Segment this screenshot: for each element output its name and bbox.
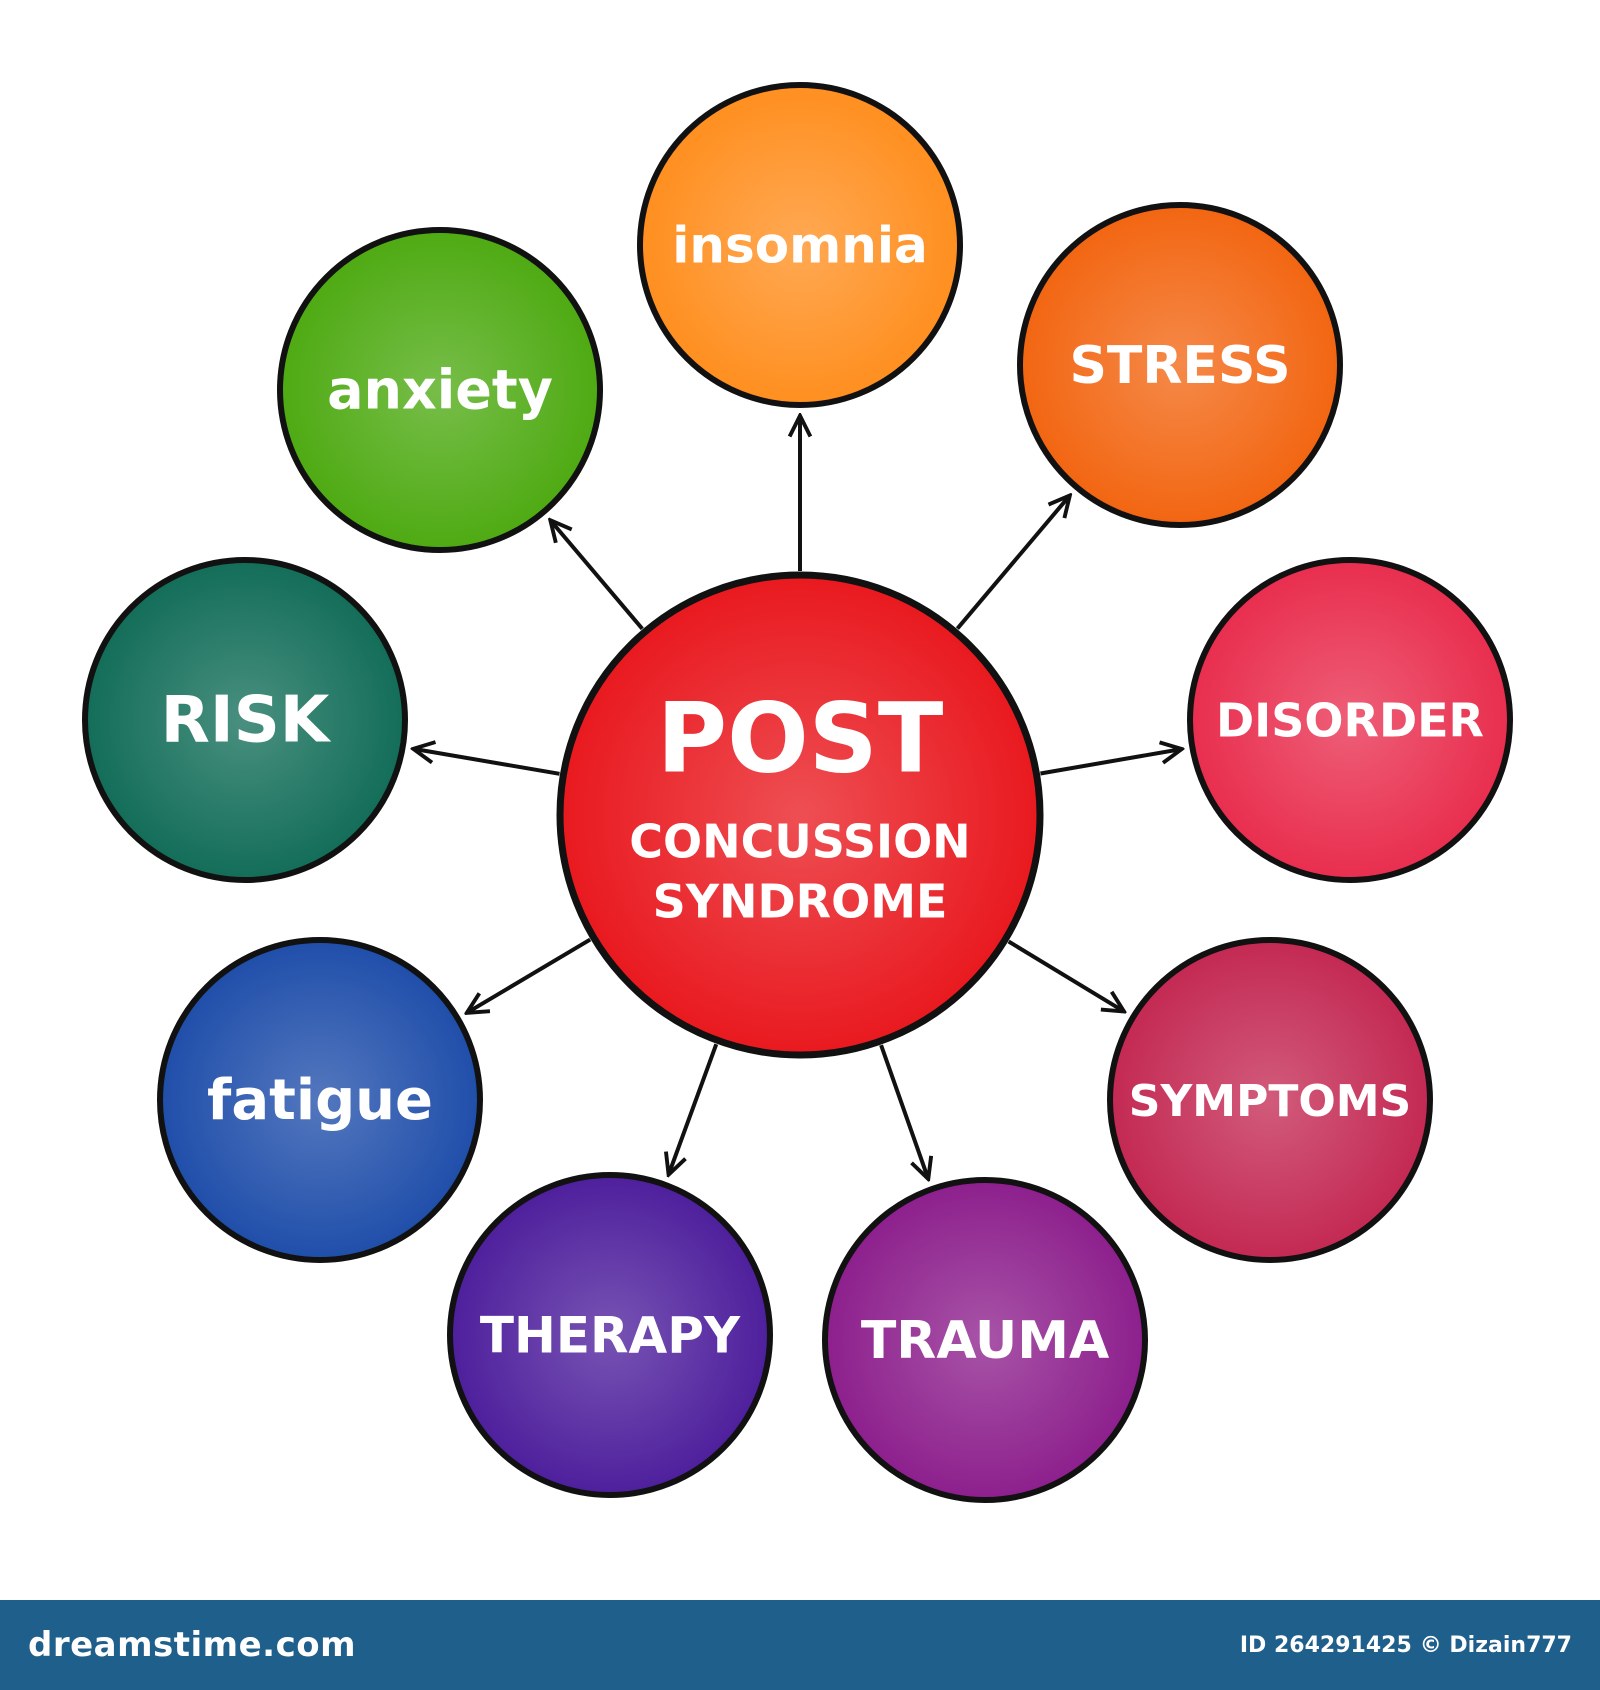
arrow-to-trauma — [879, 1044, 928, 1178]
node-circle-risk — [82, 557, 408, 883]
node-fatigue: fatigue — [157, 937, 483, 1263]
node-label-insomnia: insomnia — [672, 217, 927, 275]
node-label-anxiety: anxiety — [327, 359, 553, 422]
center-title-line2: CONCUSSION — [629, 815, 970, 869]
footer-credit: ID 264291425 © Dizain777 — [1240, 1633, 1572, 1658]
node-disorder: DISORDER — [1187, 557, 1513, 883]
node-circle-therapy — [447, 1172, 773, 1498]
node-trauma: TRAUMA — [822, 1177, 1148, 1503]
node-label-disorder: DISORDER — [1216, 694, 1484, 748]
node-risk: RISK — [82, 557, 408, 883]
node-circle-anxiety — [277, 227, 603, 553]
node-label-fatigue: fatigue — [207, 1068, 433, 1133]
node-circle-stress — [1017, 202, 1343, 528]
center-title-line3: SYNDROME — [653, 875, 948, 929]
arrow-to-risk — [415, 749, 560, 776]
node-symptoms: SYMPTOMS — [1107, 937, 1433, 1263]
arrow-to-fatigue — [468, 937, 592, 1013]
node-stress: STRESS — [1017, 202, 1343, 528]
center-title-line1: POST — [657, 682, 944, 794]
arrow-to-stress — [955, 496, 1069, 630]
node-label-trauma: TRAUMA — [861, 1311, 1109, 1371]
footer-brand: dreamstime.com — [28, 1625, 357, 1665]
center-circle — [556, 571, 1044, 1059]
arrow-to-anxiety — [551, 521, 644, 631]
node-circle-insomnia — [637, 82, 963, 408]
footer-image-id: ID 264291425 — [1239, 1632, 1412, 1658]
center-node: POST CONCUSSION SYNDROME — [556, 571, 1044, 1059]
node-circle-disorder — [1187, 557, 1513, 883]
connector-arrows — [415, 417, 1181, 1178]
node-circle-trauma — [822, 1177, 1148, 1503]
node-label-stress: STRESS — [1069, 336, 1290, 396]
node-circle-fatigue — [157, 937, 483, 1263]
arrow-to-symptoms — [1007, 939, 1123, 1011]
node-label-symptoms: SYMPTOMS — [1129, 1076, 1411, 1127]
arrow-to-therapy — [669, 1043, 719, 1173]
footer-bar: dreamstime.com ID 264291425 © Dizain777 — [0, 1600, 1600, 1690]
node-therapy: THERAPY — [447, 1172, 773, 1498]
node-label-risk: RISK — [161, 684, 332, 758]
node-anxiety: anxiety — [277, 227, 603, 553]
node-label-therapy: THERAPY — [480, 1307, 741, 1365]
arrow-to-disorder — [1040, 749, 1180, 776]
footer-author: © Dizain777 — [1419, 1632, 1572, 1658]
node-circle-symptoms — [1107, 937, 1433, 1263]
node-insomnia: insomnia — [637, 82, 963, 408]
